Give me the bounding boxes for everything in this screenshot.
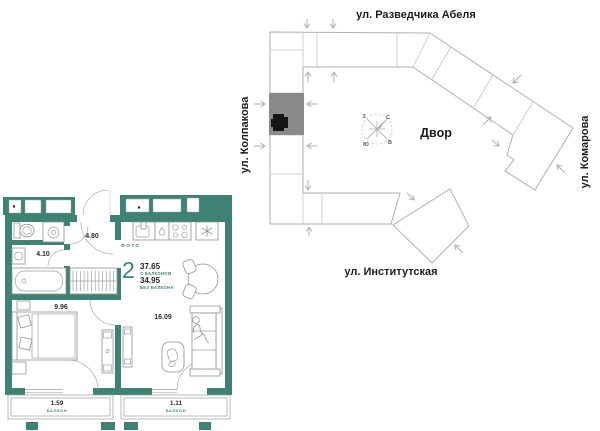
bathroom-area-label: 4.10 [36, 251, 50, 258]
nightstand [16, 300, 31, 311]
area-without-balcony: 34.95 [140, 276, 161, 285]
kitchen-sink-icon [132, 221, 156, 241]
compass-south: Ю [363, 142, 369, 148]
wc-door-arc [69, 225, 89, 245]
bath-door-arc [47, 249, 65, 267]
coffee-table-icon [161, 341, 185, 373]
area-with-balcony: 37.65 [140, 262, 161, 271]
sofa-icon [189, 305, 223, 377]
entrance-arrows [254, 19, 566, 254]
balconies [7, 394, 231, 430]
with-balcony-note: С БАЛКОНОМ [140, 271, 172, 276]
dishwasher-icon [154, 221, 170, 241]
balcony-left-area: 1.59 [51, 400, 64, 407]
balcony-railing [120, 394, 231, 420]
compass-west: З [362, 114, 366, 120]
street-right-label: ул. Комарова [579, 115, 591, 189]
neighbor-dot [137, 206, 141, 209]
stove-icon [168, 221, 192, 241]
outer-walls [5, 215, 232, 395]
street-bottom-label: ул. Институтская [344, 266, 437, 278]
site-plan: С В Ю З ул. Разведчика Абеля ул. Колпако… [240, 9, 591, 278]
windows [25, 389, 177, 394]
compass-icon: С В Ю З [361, 113, 393, 148]
bedroom-area-label: 9.96 [54, 304, 68, 311]
dining-table-icon [182, 258, 219, 300]
balcony-railing [7, 394, 114, 420]
person-icon [192, 316, 210, 344]
washing-machine-icon [42, 221, 65, 243]
hallway-door-arc [80, 221, 114, 255]
balcony-right-area: 1.11 [170, 400, 183, 407]
courtyard-label: Двор [420, 126, 452, 140]
bedroom-door-arc [89, 299, 116, 326]
tv-stand-icon [122, 326, 133, 368]
balcony-right-label: БАЛКОН [166, 408, 187, 413]
bedroom [11, 300, 114, 375]
bedroom-balcony-door-arc [67, 359, 99, 391]
nightstand [11, 361, 27, 375]
balcony-left-label: БАЛКОН [47, 408, 68, 413]
street-left-label: ул. Колпакова [240, 96, 251, 174]
detached-building [392, 188, 470, 264]
sink-icon [11, 247, 26, 265]
floor-plan: 4.80 4.10 9.96 16.09 1.59 БАЛКОН 1.11 БА… [3, 190, 232, 430]
neighbor-walls [3, 190, 232, 215]
entry-door-arc [82, 190, 109, 216]
toilet-icon [13, 222, 35, 239]
unit-info: ФОТО 2 37.65 С БАЛКОНОМ 34.95 БЕЗ БАЛКОН… [121, 243, 174, 290]
compass-north: С [386, 115, 390, 121]
living-kitchen [122, 221, 223, 377]
living-area-label: 16.09 [154, 314, 172, 321]
photo-link[interactable]: ФОТО [121, 243, 140, 248]
wardrobe-icon [69, 267, 118, 295]
rooms-count: 2 [122, 257, 135, 283]
section-dividers [270, 32, 534, 224]
bathtub-icon [11, 267, 67, 295]
fridge-icon [195, 221, 219, 241]
inner-walls [12, 222, 121, 388]
without-balcony-note: БЕЗ БАЛКОНА [140, 285, 174, 290]
street-top-label: ул. Разведчика Абеля [356, 9, 476, 21]
bed-icon [11, 311, 78, 361]
hallway-area-label: 4.80 [85, 233, 99, 240]
tv-stand-icon [101, 329, 114, 374]
compass-east: В [388, 140, 392, 146]
wc-room [11, 221, 67, 295]
neighbor-dot [12, 205, 16, 208]
door-arcs [47, 221, 208, 391]
unit-marker [271, 114, 288, 131]
